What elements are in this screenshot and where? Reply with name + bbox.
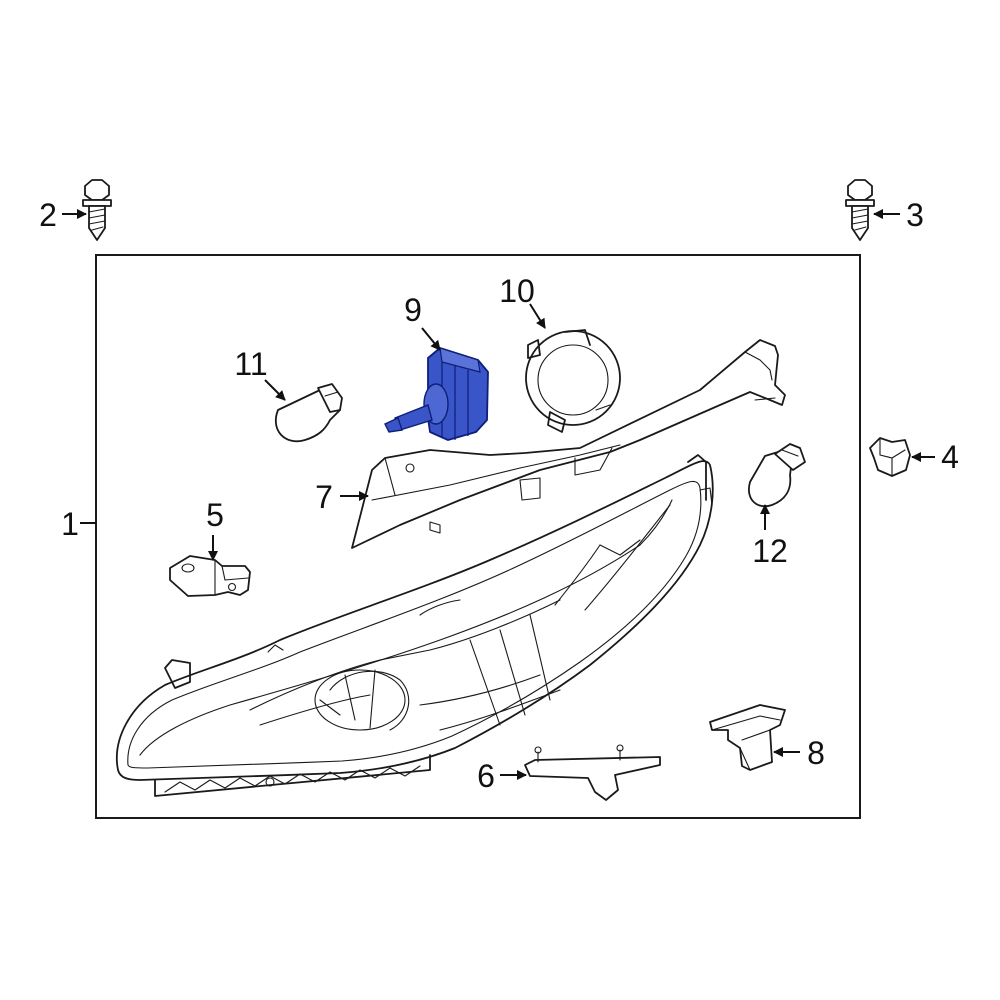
callout-2: 2 — [39, 197, 57, 233]
leader-lines — [62, 209, 935, 780]
callout-5: 5 — [206, 497, 224, 533]
callout-1: 1 — [61, 506, 79, 542]
retaining-clip[interactable] — [869, 437, 911, 477]
bolt-right[interactable] — [845, 179, 875, 241]
callout-11: 11 — [234, 346, 267, 382]
assembly-frame — [95, 254, 861, 819]
side-marker-bulb[interactable] — [748, 443, 806, 508]
leader-11 — [264, 379, 286, 401]
callout-4: 4 — [941, 439, 959, 475]
callout-8: 8 — [807, 735, 825, 771]
callout-labels: 1 2 3 4 5 6 7 8 9 10 11 12 — [39, 197, 959, 794]
lower-strip-bracket[interactable] — [524, 744, 661, 801]
mounting-bracket[interactable] — [169, 555, 251, 597]
hid-bulb[interactable] — [384, 347, 489, 441]
callout-12: 12 — [752, 533, 788, 569]
turn-signal-bulb[interactable] — [274, 383, 343, 443]
headlamp-housing[interactable] — [116, 454, 714, 797]
callout-10: 10 — [499, 273, 535, 309]
leader-9 — [421, 327, 441, 351]
callout-3: 3 — [906, 197, 924, 233]
bolt-left[interactable] — [82, 179, 112, 241]
leader-10 — [529, 303, 546, 329]
bezel-bracket[interactable] — [351, 339, 786, 549]
callout-9: 9 — [404, 292, 422, 328]
callout-6: 6 — [477, 758, 495, 794]
block-bracket[interactable] — [709, 704, 786, 771]
retaining-ring[interactable] — [525, 329, 621, 433]
callout-7: 7 — [315, 479, 333, 515]
